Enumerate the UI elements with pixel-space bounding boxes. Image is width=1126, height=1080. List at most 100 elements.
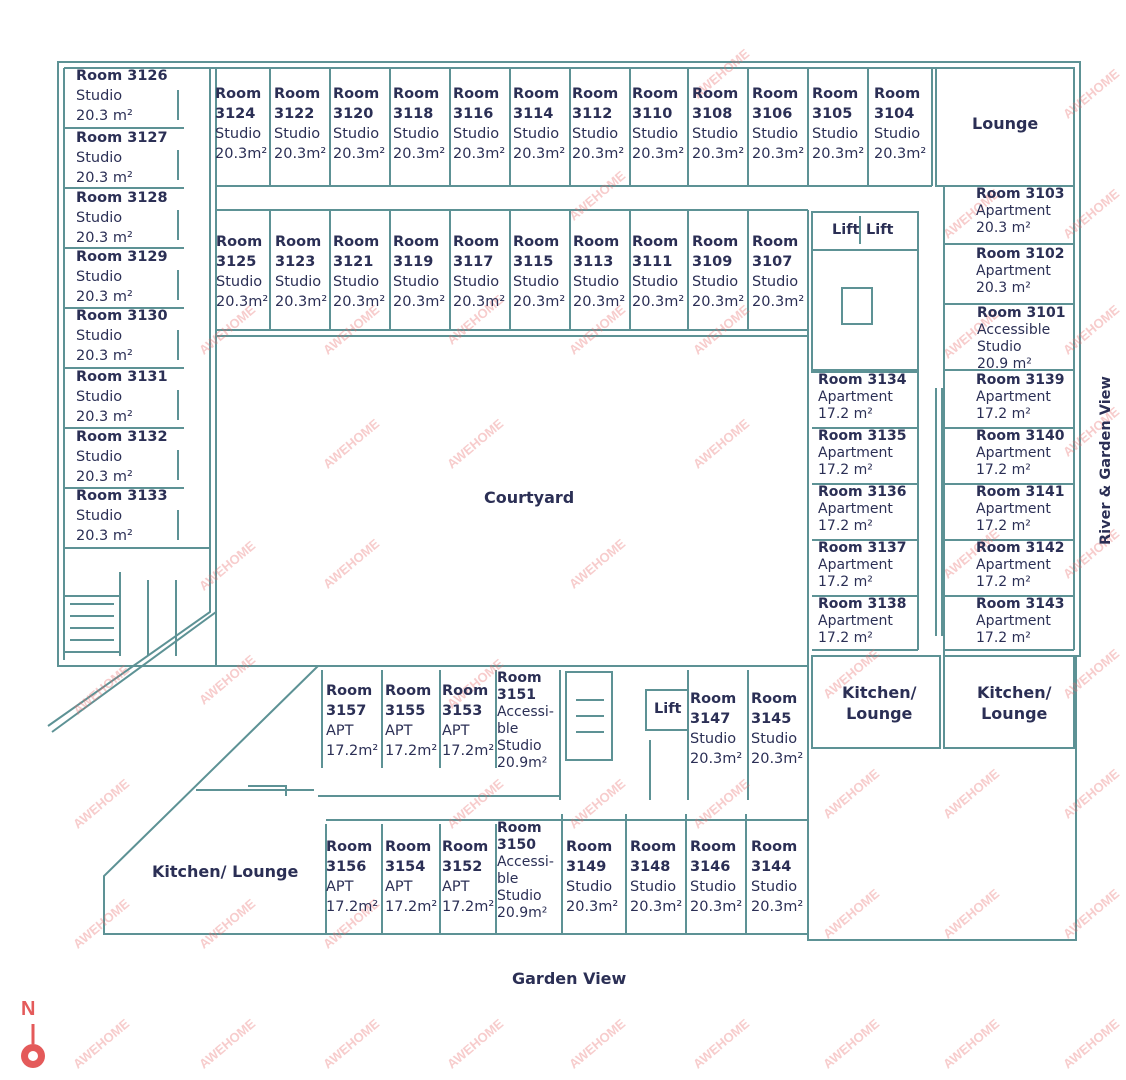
room-type: APT bbox=[326, 879, 354, 895]
room-area: 20.3m² bbox=[275, 294, 328, 310]
room-name: Room 3139 bbox=[976, 372, 1065, 388]
room-name: Room 3106 bbox=[752, 86, 799, 122]
room-type: Apartment bbox=[818, 389, 893, 405]
room-name: Room 3118 bbox=[393, 86, 440, 122]
room-area: 20.3 m² bbox=[76, 170, 133, 186]
compass-north-label: N bbox=[21, 998, 36, 1020]
room-area: 20.3 m² bbox=[76, 108, 133, 124]
room-area: 17.2 m² bbox=[976, 518, 1031, 534]
room-area: 20.3m² bbox=[752, 146, 805, 162]
room-type: Apartment bbox=[818, 445, 893, 461]
courtyard-label: Courtyard bbox=[484, 488, 575, 507]
room-name: Room 3108 bbox=[692, 86, 739, 122]
room-name: Room 3138 bbox=[818, 596, 907, 612]
room-type: Studio bbox=[453, 274, 500, 290]
room-type: Studio bbox=[751, 879, 798, 895]
lounge-walls bbox=[935, 68, 1074, 656]
room-name: Room 3130 bbox=[76, 308, 168, 324]
south-corridor bbox=[318, 795, 808, 821]
room-name: Room 3110 bbox=[632, 86, 679, 122]
courtyard-outline bbox=[215, 335, 809, 667]
room-name: Room 3115 bbox=[513, 234, 560, 270]
room-type: Accessi- ble Studio bbox=[497, 854, 554, 904]
room-type: Studio bbox=[566, 879, 613, 895]
room-type: Apartment bbox=[976, 557, 1051, 573]
room-type: Studio bbox=[333, 126, 380, 142]
left-stair bbox=[64, 572, 177, 656]
room-name: Room 3136 bbox=[818, 484, 907, 500]
room-area: 20.3 m² bbox=[976, 280, 1031, 296]
room-name: Room 3133 bbox=[76, 488, 168, 504]
room-name: Room 3153 bbox=[442, 683, 489, 719]
room-name: Room 3119 bbox=[393, 234, 440, 270]
room-type: Studio bbox=[690, 731, 737, 747]
room-type: Apartment bbox=[976, 501, 1051, 517]
room-type: Studio bbox=[573, 274, 620, 290]
room-area: 20.3m² bbox=[513, 294, 566, 310]
room-type: Studio bbox=[274, 126, 321, 142]
room-area: 17.2 m² bbox=[976, 630, 1031, 646]
room-area: 20.9m² bbox=[497, 905, 548, 921]
room-type: Apartment bbox=[818, 557, 893, 573]
room-type: APT bbox=[442, 723, 470, 739]
room-name: Room 3117 bbox=[453, 234, 500, 270]
